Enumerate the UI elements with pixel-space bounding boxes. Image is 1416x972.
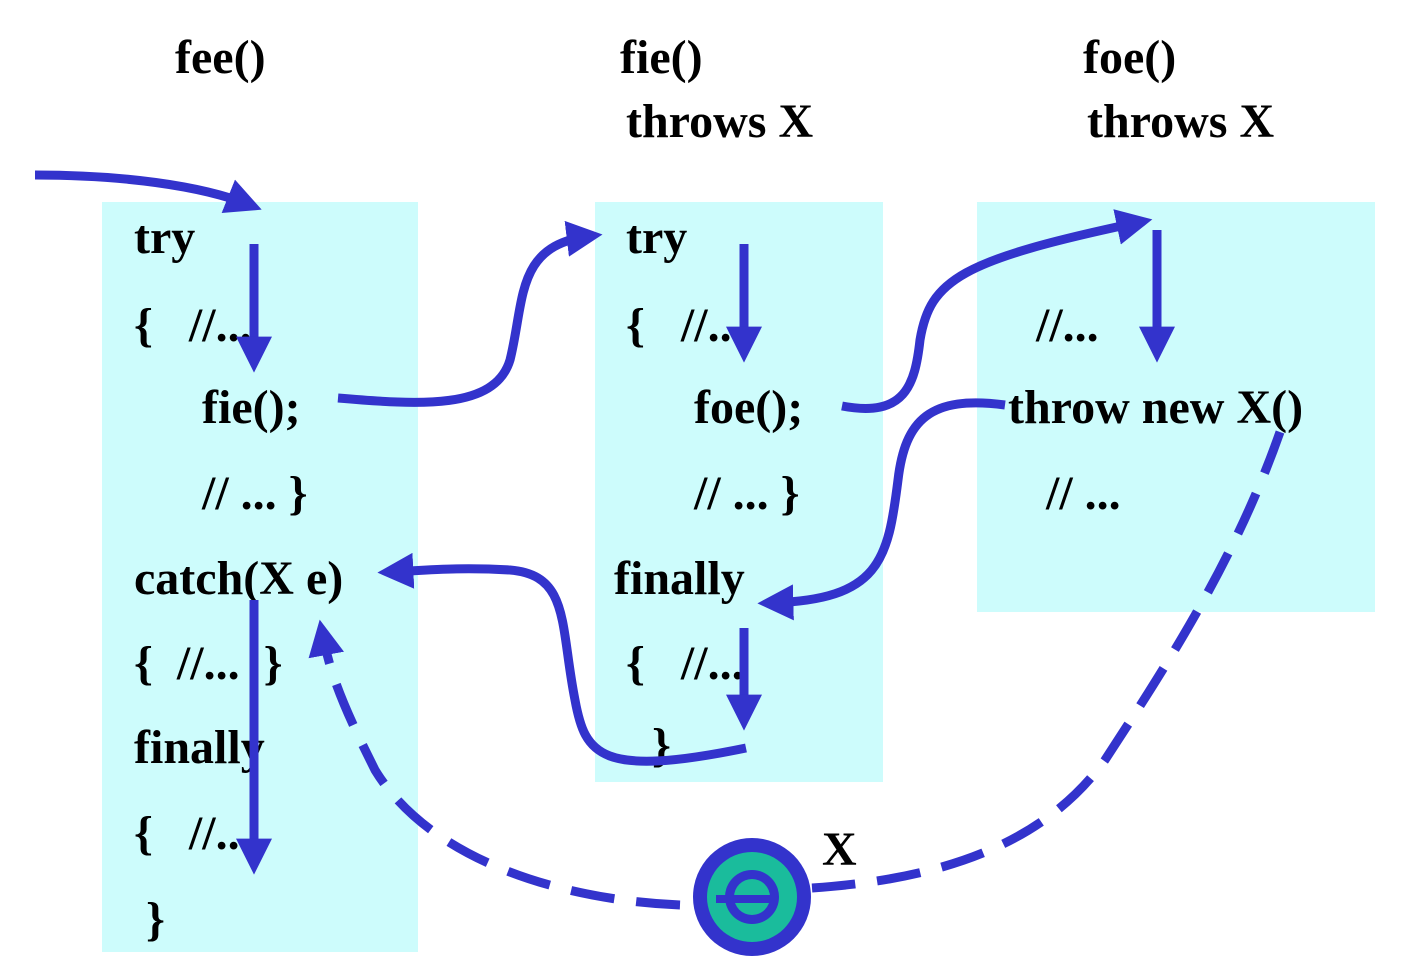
exception-path-dashed bbox=[811, 430, 1285, 893]
call-fie-arrow bbox=[337, 220, 603, 407]
foe-comment-2: // ... bbox=[1046, 467, 1121, 520]
fie-header: fie() bbox=[620, 31, 703, 84]
fee-finally-keyword: finally bbox=[134, 721, 265, 774]
fie-finally-keyword: finally bbox=[614, 552, 745, 605]
foe-header: foe() bbox=[1083, 31, 1177, 84]
fie-try-keyword: try bbox=[626, 211, 688, 264]
fee-box bbox=[102, 202, 418, 952]
fee-try-keyword: try bbox=[134, 211, 196, 264]
foe-box bbox=[977, 202, 1375, 612]
fie-try-close: // ... } bbox=[694, 467, 800, 520]
fee-catch-body: { //... } bbox=[134, 637, 283, 690]
foe-throws-label: throws X bbox=[1087, 95, 1275, 148]
exception-object-icon bbox=[693, 838, 811, 956]
exception-path-dashed-to-catch bbox=[308, 619, 681, 910]
fee-finally-close: } bbox=[146, 893, 165, 946]
fie-box bbox=[595, 202, 883, 782]
fie-try-open: { //... bbox=[626, 299, 744, 352]
call-foe-arrow bbox=[841, 209, 1153, 413]
finally-to-catch-arrow bbox=[377, 552, 747, 766]
fee-catch-clause: catch(X e) bbox=[134, 552, 344, 605]
fee-fie-call: fie(); bbox=[202, 381, 301, 434]
fie-foe-call: foe(); bbox=[694, 381, 804, 434]
exception-label: X bbox=[822, 823, 857, 876]
foe-comment-1: //... bbox=[1036, 299, 1099, 352]
throw-to-finally-arrow bbox=[757, 398, 1006, 621]
entry-arrow bbox=[34, 170, 262, 214]
fee-try-close: // ... } bbox=[202, 467, 308, 520]
fee-header: fee() bbox=[175, 31, 266, 84]
fie-throws-label: throws X bbox=[626, 95, 814, 148]
fie-finally-open: { //... bbox=[626, 637, 744, 690]
foe-throw-statement: throw new X() bbox=[1008, 381, 1304, 434]
